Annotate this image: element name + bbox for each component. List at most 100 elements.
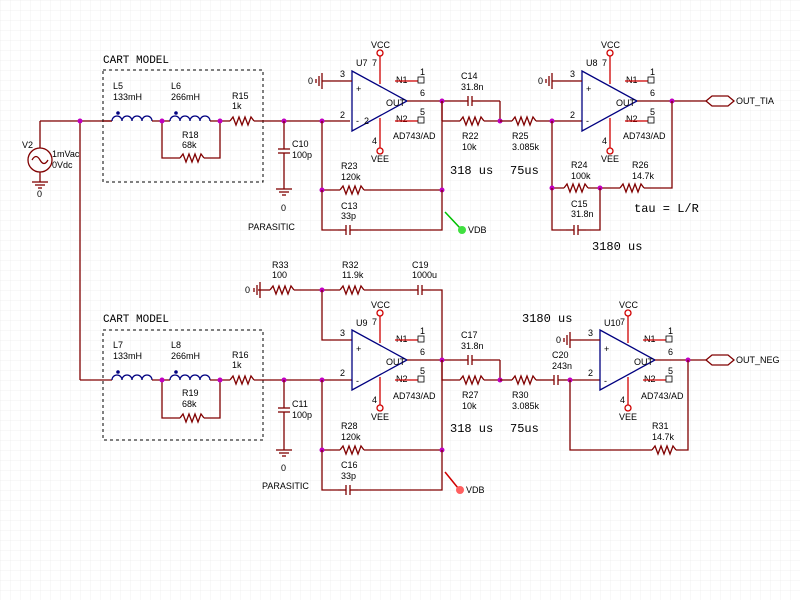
c11-value: 100p	[292, 410, 312, 420]
u7-vee: VEE	[371, 154, 389, 164]
r24-name: R24	[571, 160, 588, 170]
svg-text:2: 2	[588, 368, 593, 378]
out-neg-port[interactable]	[704, 354, 736, 366]
u8-name: U8	[586, 58, 598, 68]
l6-value: 266mH	[171, 92, 200, 102]
svg-text:N1: N1	[396, 334, 408, 344]
r28-value: 120k	[341, 432, 361, 442]
out-tia-label: OUT_TIA	[736, 96, 774, 106]
svg-text:5: 5	[668, 366, 673, 376]
svg-text:OUT: OUT	[634, 357, 654, 367]
v2-dc: 0Vdc	[52, 160, 73, 170]
svg-text:2: 2	[570, 110, 575, 120]
l6-name: L6	[171, 81, 181, 91]
svg-text:0: 0	[308, 76, 313, 86]
svg-text:2: 2	[340, 110, 345, 120]
svg-text:N1: N1	[644, 334, 656, 344]
svg-text:6: 6	[420, 347, 425, 357]
r30-name: R30	[512, 390, 529, 400]
c17-name: C17	[461, 330, 478, 340]
r15-value: 1k	[232, 101, 242, 111]
svg-text:N2: N2	[396, 374, 408, 384]
l8-name: L8	[171, 340, 181, 350]
c19-value: 1000u	[412, 270, 437, 280]
r31-name: R31	[652, 421, 669, 431]
r31-value: 14.7k	[652, 432, 675, 442]
svg-text:+: +	[356, 344, 361, 354]
c13-value: 33p	[341, 211, 356, 221]
svg-text:0: 0	[245, 285, 250, 295]
svg-text:+: +	[356, 84, 361, 94]
r33-value: 100	[272, 270, 287, 280]
svg-text:5: 5	[650, 107, 655, 117]
u9-vee: VEE	[371, 412, 389, 422]
r26-name: R26	[632, 160, 649, 170]
c15-value: 31.8n	[571, 209, 594, 219]
c11-name: C11	[292, 399, 308, 409]
c17-value: 31.8n	[461, 341, 484, 351]
svg-text:N1: N1	[396, 75, 408, 85]
r25-name: R25	[512, 131, 529, 141]
u8-vee: VEE	[601, 154, 619, 164]
r16-name: R16	[232, 350, 249, 360]
svg-text:+: +	[586, 84, 591, 94]
c19-name: C19	[412, 260, 429, 270]
svg-text:2: 2	[364, 116, 369, 126]
svg-text:2: 2	[340, 368, 345, 378]
r28-name: R28	[341, 421, 358, 431]
c16-name: C16	[341, 460, 358, 470]
c10-ground: 0	[281, 203, 286, 213]
u10-vee: VEE	[619, 412, 637, 422]
r18-value: 68k	[182, 140, 197, 150]
svg-text:4: 4	[602, 136, 607, 146]
svg-text:N1: N1	[626, 75, 638, 85]
svg-text:N2: N2	[396, 114, 408, 124]
top-cart-model-label: CART MODEL	[103, 55, 169, 67]
u10-name: U10	[604, 318, 621, 328]
svg-text:1: 1	[420, 326, 425, 336]
l7-name: L7	[113, 340, 123, 350]
top-note-3180us: 3180 us	[592, 240, 642, 254]
c16-value: 33p	[341, 471, 356, 481]
c13-name: C13	[341, 201, 358, 211]
source-v2[interactable]	[27, 121, 53, 189]
v2-name: V2	[22, 140, 33, 150]
l7-value: 133mH	[113, 351, 142, 361]
svg-text:3: 3	[340, 69, 345, 79]
svg-text:7: 7	[372, 317, 377, 327]
c15-name: C15	[571, 199, 588, 209]
v2-ground: 0	[37, 189, 42, 199]
u9-vcc: VCC	[371, 300, 391, 310]
svg-text:0: 0	[556, 335, 561, 345]
svg-text:3: 3	[588, 328, 593, 338]
svg-text:-: -	[356, 376, 359, 386]
r23-value: 120k	[341, 172, 361, 182]
u10-part: AD743/AD	[641, 391, 684, 401]
top-parasitic-label: PARASITIC	[248, 222, 295, 232]
r30-value: 3.085k	[512, 401, 540, 411]
svg-text:1: 1	[668, 326, 673, 336]
l5-value: 133mH	[113, 92, 142, 102]
svg-text:-: -	[356, 116, 359, 126]
svg-text:+: +	[604, 344, 609, 354]
r26-value: 14.7k	[632, 171, 655, 181]
c10-name: C10	[292, 139, 309, 149]
svg-text:VDB: VDB	[468, 225, 487, 235]
c20-value: 243n	[552, 361, 572, 371]
svg-text:OUT: OUT	[386, 357, 406, 367]
bottom-cart-model-box	[102, 329, 264, 441]
r32-name: R32	[342, 260, 359, 270]
out-tia-port[interactable]	[704, 95, 736, 107]
l5-name: L5	[113, 81, 123, 91]
bottom-note-318us: 318 us	[450, 422, 493, 436]
u9-name: U9	[356, 318, 368, 328]
svg-text:7: 7	[602, 58, 607, 68]
u8-part: AD743/AD	[623, 131, 666, 141]
c10-value: 100p	[292, 150, 312, 160]
r27-name: R27	[462, 390, 479, 400]
svg-text:OUT: OUT	[386, 98, 406, 108]
r24-value: 100k	[571, 171, 591, 181]
r23-name: R23	[341, 161, 358, 171]
